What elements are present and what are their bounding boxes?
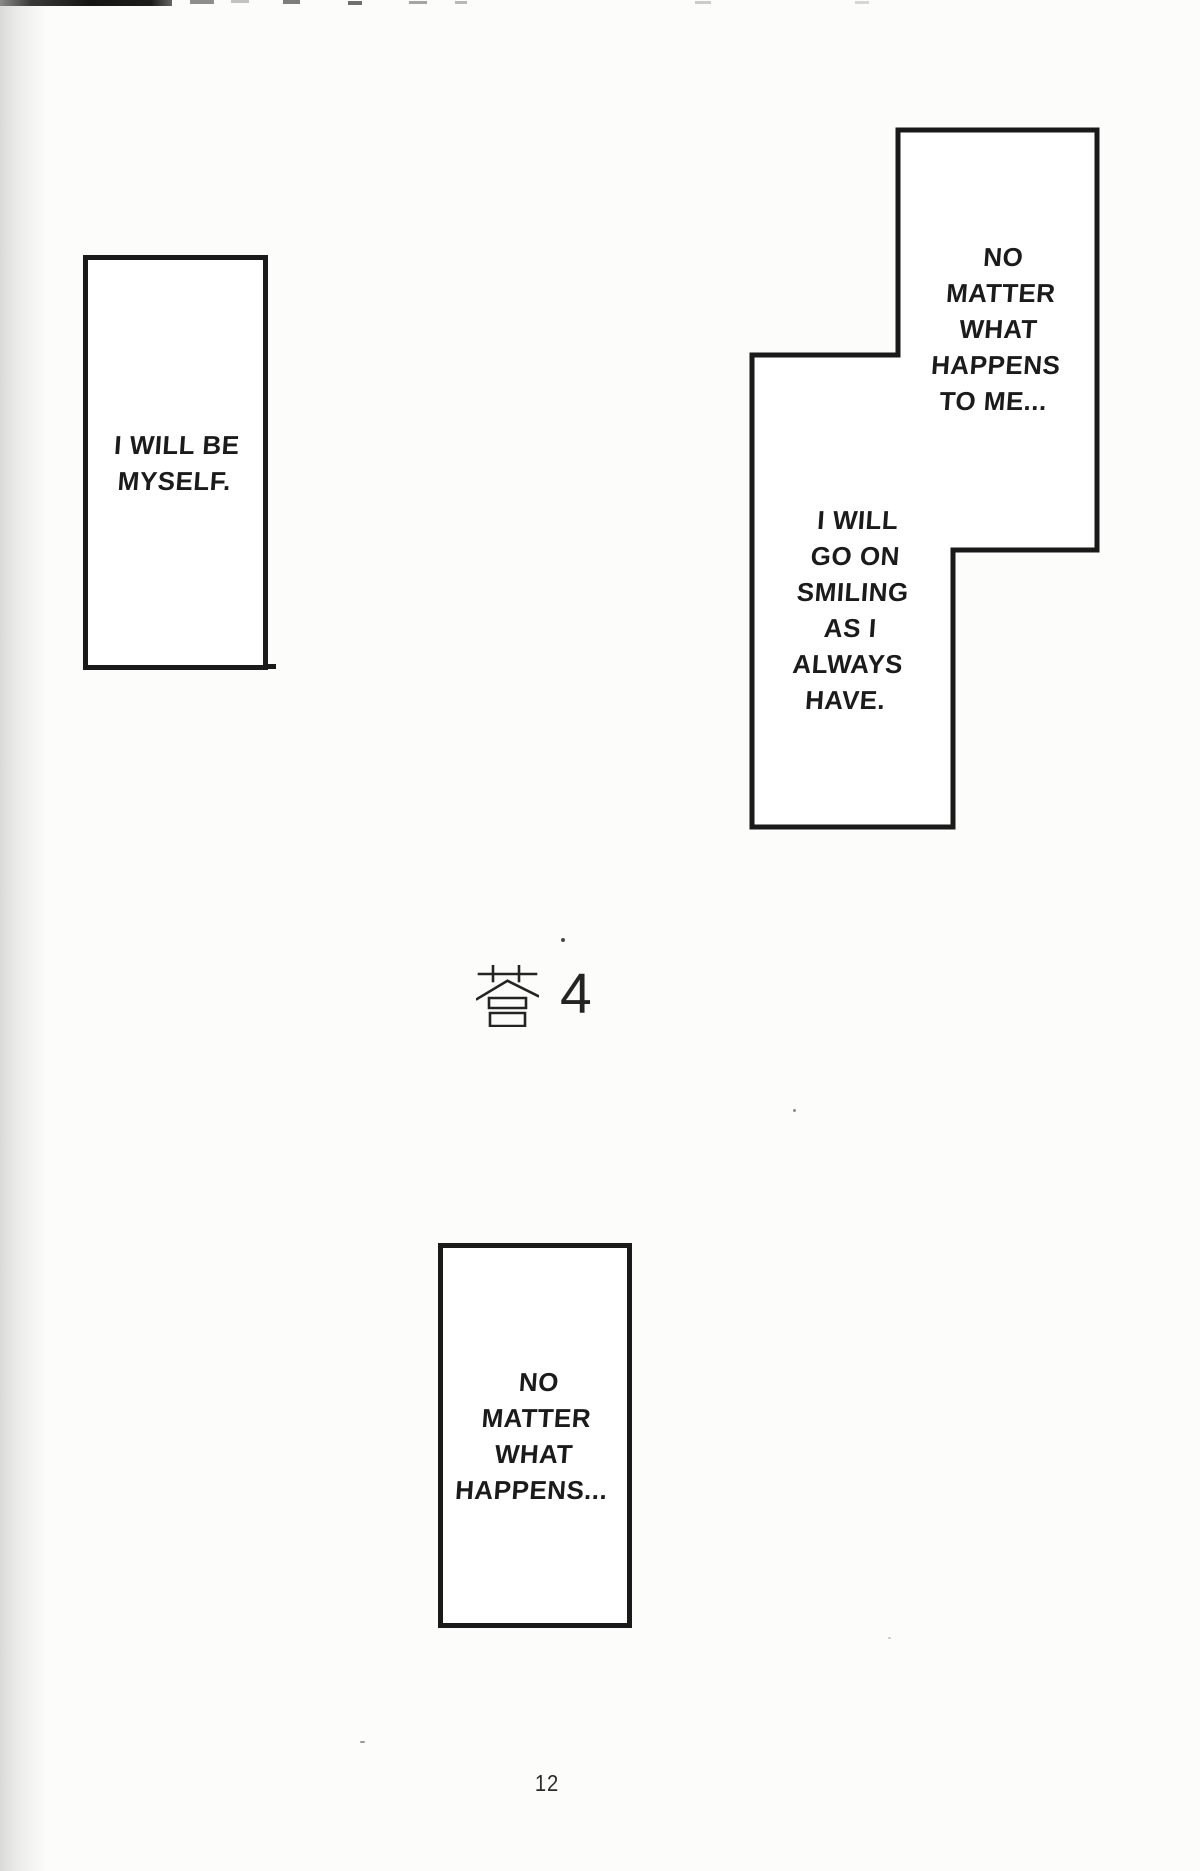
scan-left-edge-shadow	[0, 0, 48, 1871]
panel-corner-overshoot	[266, 664, 276, 669]
scan-top-dash	[455, 1, 467, 4]
scan-top-dash	[231, 0, 249, 3]
speech-box-top-left: I WILL BE MYSELF.	[83, 255, 268, 670]
ink-speck	[793, 1109, 796, 1112]
scan-top-dash	[855, 1, 869, 4]
scan-top-dash	[348, 1, 362, 5]
ink-speck	[888, 1637, 891, 1639]
speech-text-top-left: I WILL BE MYSELF.	[113, 429, 241, 496]
scan-top-dash	[283, 0, 300, 4]
speech-box-bottom-center: NO MATTER WHAT HAPPENS...	[438, 1243, 632, 1628]
ink-speck	[561, 938, 565, 942]
scan-top-dash	[409, 1, 427, 4]
kanji-ao-glyph	[476, 965, 539, 1027]
speech-box-combined-outline	[749, 127, 1100, 830]
chapter-title: 蒼 4 4	[476, 965, 592, 1027]
speech-text-middle-right: I WILL GO ON SMILING AS I ALWAYS HAVE.	[791, 505, 910, 715]
speech-area-middle-right: I WILL GO ON SMILING AS I ALWAYS HAVE.	[752, 355, 953, 827]
scan-top-edge-line	[0, 0, 172, 6]
page-number: 12	[534, 1770, 560, 1796]
speech-text-bottom-center: NO MATTER WHAT HAPPENS...	[453, 1366, 609, 1505]
scan-top-dash	[190, 0, 214, 4]
chapter-number: 4	[560, 962, 592, 1026]
scan-top-dash	[695, 1, 711, 4]
ink-speck	[360, 1741, 365, 1743]
